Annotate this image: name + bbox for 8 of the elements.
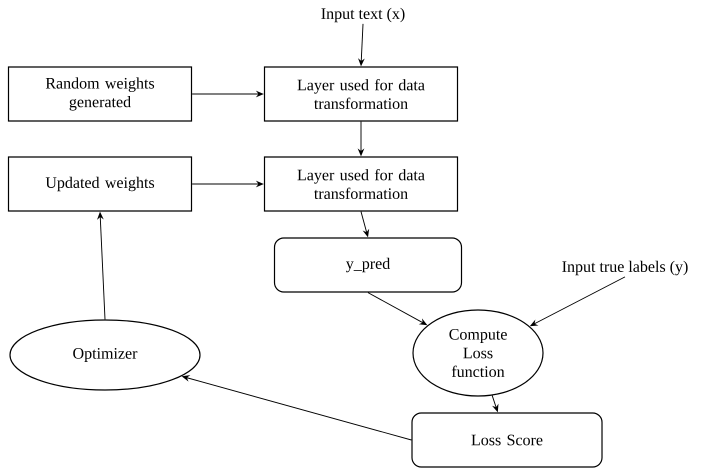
process-box: Layer used for data transformation [264, 66, 458, 122]
input-label: Input text (x) [321, 8, 405, 22]
process-box: Random weights generated [8, 66, 192, 122]
process-box: Layer used for data transformation [264, 156, 458, 212]
input-label: Input true labels (y) [562, 260, 688, 276]
rounded-box: Loss Score [411, 412, 603, 468]
rounded-box: y_pred [274, 237, 462, 293]
process-box: Updated weights [8, 156, 192, 212]
